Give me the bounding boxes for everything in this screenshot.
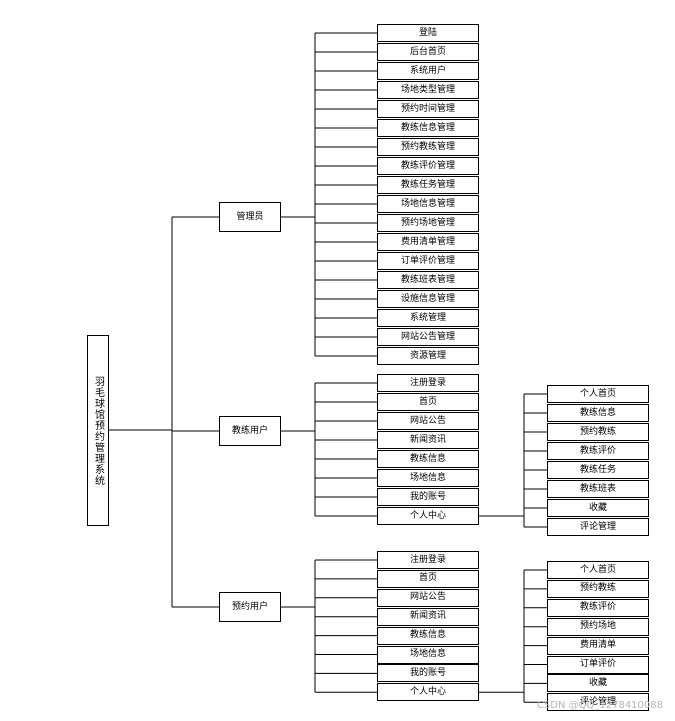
sub-function-node: 费用清单: [547, 636, 649, 655]
function-node: 注册登录: [377, 374, 479, 392]
sub-function-node: 评论管理: [547, 693, 649, 712]
sub-function-node: 收藏: [547, 499, 649, 517]
function-node: 预约教练管理: [377, 138, 479, 156]
role-node: 管理员: [219, 202, 281, 232]
function-node: 网站公告管理: [377, 328, 479, 346]
sub-function-node: 收藏: [547, 674, 649, 693]
sub-function-node: 教练任务: [547, 461, 649, 479]
function-node: 教练信息: [377, 626, 479, 645]
function-node: 后台首页: [377, 43, 479, 61]
sub-function-node: 个人首页: [547, 385, 649, 403]
sub-function-node: 预约教练: [547, 579, 649, 598]
function-node: 系统用户: [377, 62, 479, 80]
sub-function-node: 教练评价: [547, 442, 649, 460]
function-node: 注册登录: [377, 551, 479, 569]
function-node: 教练信息: [377, 450, 479, 468]
function-node: 网站公告: [377, 588, 479, 607]
function-node: 教练班表管理: [377, 271, 479, 289]
function-node: 系统管理: [377, 309, 479, 327]
function-node: 场地信息: [377, 645, 479, 664]
sub-function-node: 预约场地: [547, 617, 649, 636]
function-node: 场地信息: [377, 469, 479, 487]
function-node: 预约场地管理: [377, 214, 479, 232]
root-node: 羽毛球馆预约管理系统: [87, 335, 109, 526]
function-node: 教练评价管理: [377, 157, 479, 175]
sub-function-node: 订单评价: [547, 655, 649, 674]
watermark: CSDN @QQ_1278410088: [536, 700, 663, 711]
function-node: 个人中心: [377, 683, 479, 702]
function-node: 费用清单管理: [377, 233, 479, 251]
function-node: 新闻资讯: [377, 607, 479, 626]
function-node: 资源管理: [377, 347, 479, 365]
function-node: 我的账号: [377, 488, 479, 506]
role-node: 预约用户: [219, 592, 281, 622]
function-node: 首页: [377, 393, 479, 411]
function-node: 订单评价管理: [377, 252, 479, 270]
sub-function-node: 教练信息: [547, 404, 649, 422]
function-node: 我的账号: [377, 664, 479, 683]
function-node: 教练任务管理: [377, 176, 479, 194]
sub-function-node: 教练评价: [547, 598, 649, 617]
root-label: 羽毛球馆预约管理系统: [92, 375, 104, 486]
function-node: 首页: [377, 569, 479, 588]
function-node: 个人中心: [377, 507, 479, 525]
function-node: 场地信息管理: [377, 195, 479, 213]
function-node: 场地类型管理: [377, 81, 479, 99]
function-node: 设施信息管理: [377, 290, 479, 308]
function-node: 登陆: [377, 24, 479, 42]
function-node: 网站公告: [377, 412, 479, 430]
function-node: 预约时间管理: [377, 100, 479, 118]
sub-function-node: 个人首页: [547, 561, 649, 579]
function-node: 新闻资讯: [377, 431, 479, 449]
sub-function-node: 教练班表: [547, 480, 649, 498]
sub-function-node: 评论管理: [547, 518, 649, 536]
role-node: 教练用户: [219, 416, 281, 446]
sub-function-node: 预约教练: [547, 423, 649, 441]
function-node: 教练信息管理: [377, 119, 479, 137]
